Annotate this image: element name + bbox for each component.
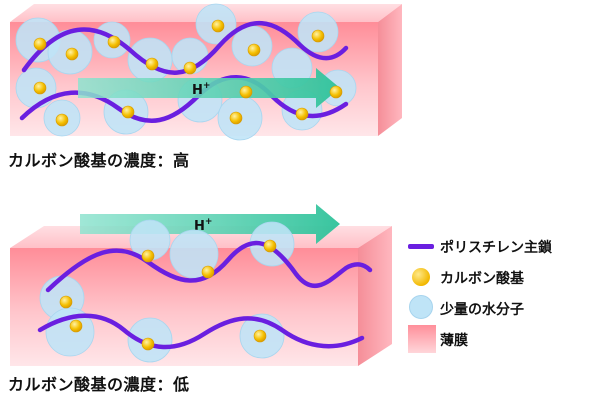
carboxyl-group [121, 105, 135, 119]
proton-arrow-label: H+ [194, 217, 212, 234]
carboxyl-group [69, 319, 83, 333]
carboxyl-group [55, 113, 69, 127]
carboxyl-group [211, 19, 225, 33]
water-circle-icon [409, 295, 433, 319]
carboxyl-group [145, 57, 159, 71]
proton-symbol: H [192, 83, 203, 98]
carboxyl-group [141, 249, 155, 263]
proton-arrow-shape [78, 68, 340, 108]
legend-label-carboxyl: カルボン酸基 [440, 271, 524, 287]
carboxyl-group [59, 295, 73, 309]
carboxyl-group [201, 265, 215, 279]
water-molecule [169, 229, 219, 279]
polymer-chain [37, 313, 365, 350]
film-swatch-icon [408, 325, 436, 353]
carboxyl-group [311, 29, 325, 43]
carboxyl-group [329, 85, 343, 99]
proton-arrow-label: H+ [192, 81, 210, 98]
caption-high-concentration: カルボン酸基の濃度：高 [8, 151, 190, 170]
film-low-side-face [358, 226, 392, 366]
carboxyl-group [263, 239, 277, 253]
carboxyl-group [107, 35, 121, 49]
polymer-chains-low [37, 240, 373, 350]
carboxyl-group [183, 61, 197, 75]
polymer-chain [21, 20, 349, 75]
legend-label-film: 薄膜 [440, 333, 468, 349]
proton-charge: + [205, 217, 213, 227]
carboxyl-group [253, 329, 267, 343]
polymer-line-icon [408, 244, 434, 249]
proton-symbol: H [194, 219, 205, 234]
carboxyl-group [295, 107, 309, 121]
carboxyl-group [33, 37, 47, 51]
carboxyl-group [141, 337, 155, 351]
legend-label-polymer: ポリスチレン主鎖 [440, 240, 552, 256]
polymer-chain [45, 240, 373, 293]
carboxyl-group [33, 81, 47, 95]
carboxyl-groups-high [33, 19, 343, 127]
carboxyl-groups-low [59, 239, 277, 351]
proton-arrow-high: H+ [78, 68, 340, 108]
caption-low-concentration: カルボン酸基の濃度：低 [8, 375, 190, 394]
film-high-side-face [378, 4, 402, 136]
carboxyl-group [247, 43, 261, 57]
carboxyl-group [65, 47, 79, 61]
carboxyl-group [239, 85, 253, 99]
proton-charge: + [203, 81, 211, 91]
carboxyl-dot-icon [412, 268, 430, 286]
legend-label-water: 少量の水分子 [440, 302, 524, 318]
carboxyl-group [229, 111, 243, 125]
